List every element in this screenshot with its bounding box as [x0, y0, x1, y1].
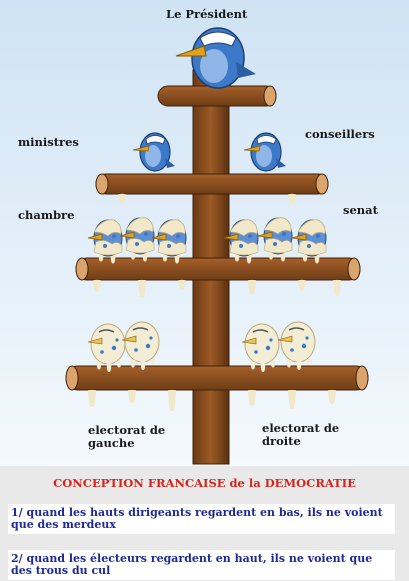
branch-chambre-senat — [75, 257, 361, 281]
label-senat: senat — [343, 203, 378, 217]
label-ministres: ministres — [18, 135, 79, 149]
point-2-text: 2/ quand les électeurs regardent en haut… — [11, 552, 373, 577]
caption-title: CONCEPTION FRANCAISE de la DEMOCRATIE — [53, 476, 356, 490]
branch-electorat — [65, 365, 369, 391]
cartoon-drawing — [0, 0, 409, 466]
president-bird — [175, 27, 256, 89]
label-electorat-droite: electorat de droite — [262, 421, 340, 448]
point-1-text: 1/ quand les hauts dirigeants regardent … — [11, 506, 383, 531]
label-electorat-gauche: electorat de gauche — [88, 423, 166, 450]
point-2-box: 2/ quand les électeurs regardent en haut… — [8, 550, 395, 580]
point-1-box: 1/ quand les hauts dirigeants regardent … — [8, 504, 395, 534]
branch-ministres — [95, 173, 329, 195]
label-president: Le Président — [166, 7, 248, 21]
label-conseillers: conseillers — [305, 127, 375, 141]
label-chambre: chambre — [18, 208, 75, 222]
cartoon-illustration: Le Président ministres conseillers chamb… — [0, 0, 409, 466]
branch-top — [157, 85, 277, 107]
caption-panel: CONCEPTION FRANCAISE de la DEMOCRATIE 1/… — [0, 466, 409, 581]
